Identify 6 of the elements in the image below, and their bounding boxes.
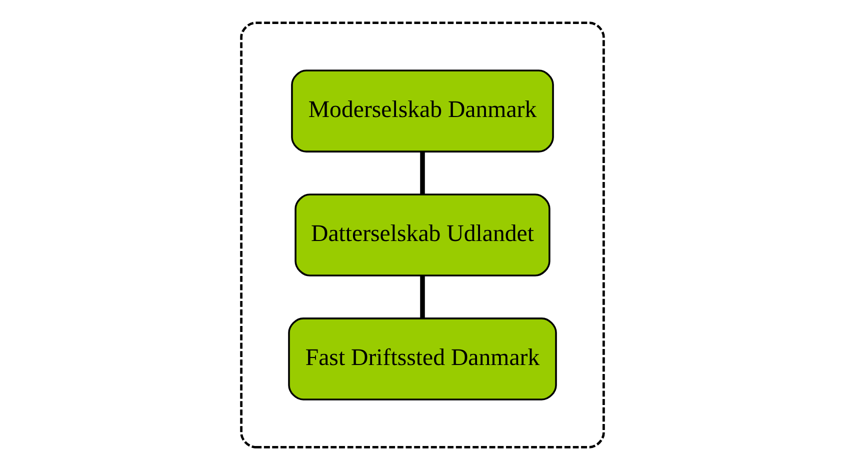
connector bbox=[420, 152, 425, 194]
node-box: Fast Driftssted Danmark bbox=[288, 318, 557, 400]
connector bbox=[420, 276, 425, 318]
node-box: Datterselskab Udlandet bbox=[294, 194, 550, 276]
cluster bbox=[240, 22, 605, 448]
node-box: Moderselskab Danmark bbox=[291, 70, 554, 152]
